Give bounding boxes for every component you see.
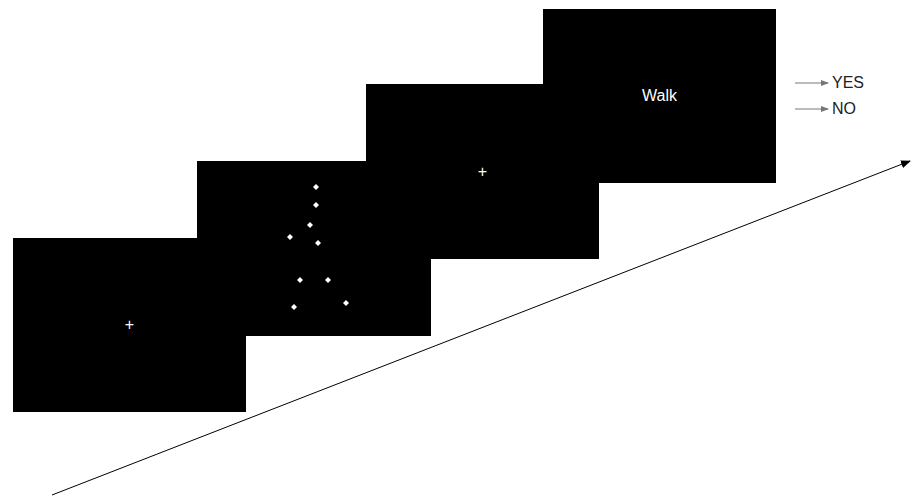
display-screen: Walk [543, 9, 776, 183]
fixation-cross: + [125, 317, 134, 333]
response-arrow [795, 109, 828, 110]
display-screen: + [13, 238, 246, 412]
fixation-cross: + [478, 164, 487, 180]
target-word: Walk [642, 88, 677, 104]
response-arrow [795, 83, 828, 84]
response-option: NO [832, 101, 856, 117]
point-light-walker [287, 184, 349, 310]
response-option: YES [832, 75, 864, 91]
